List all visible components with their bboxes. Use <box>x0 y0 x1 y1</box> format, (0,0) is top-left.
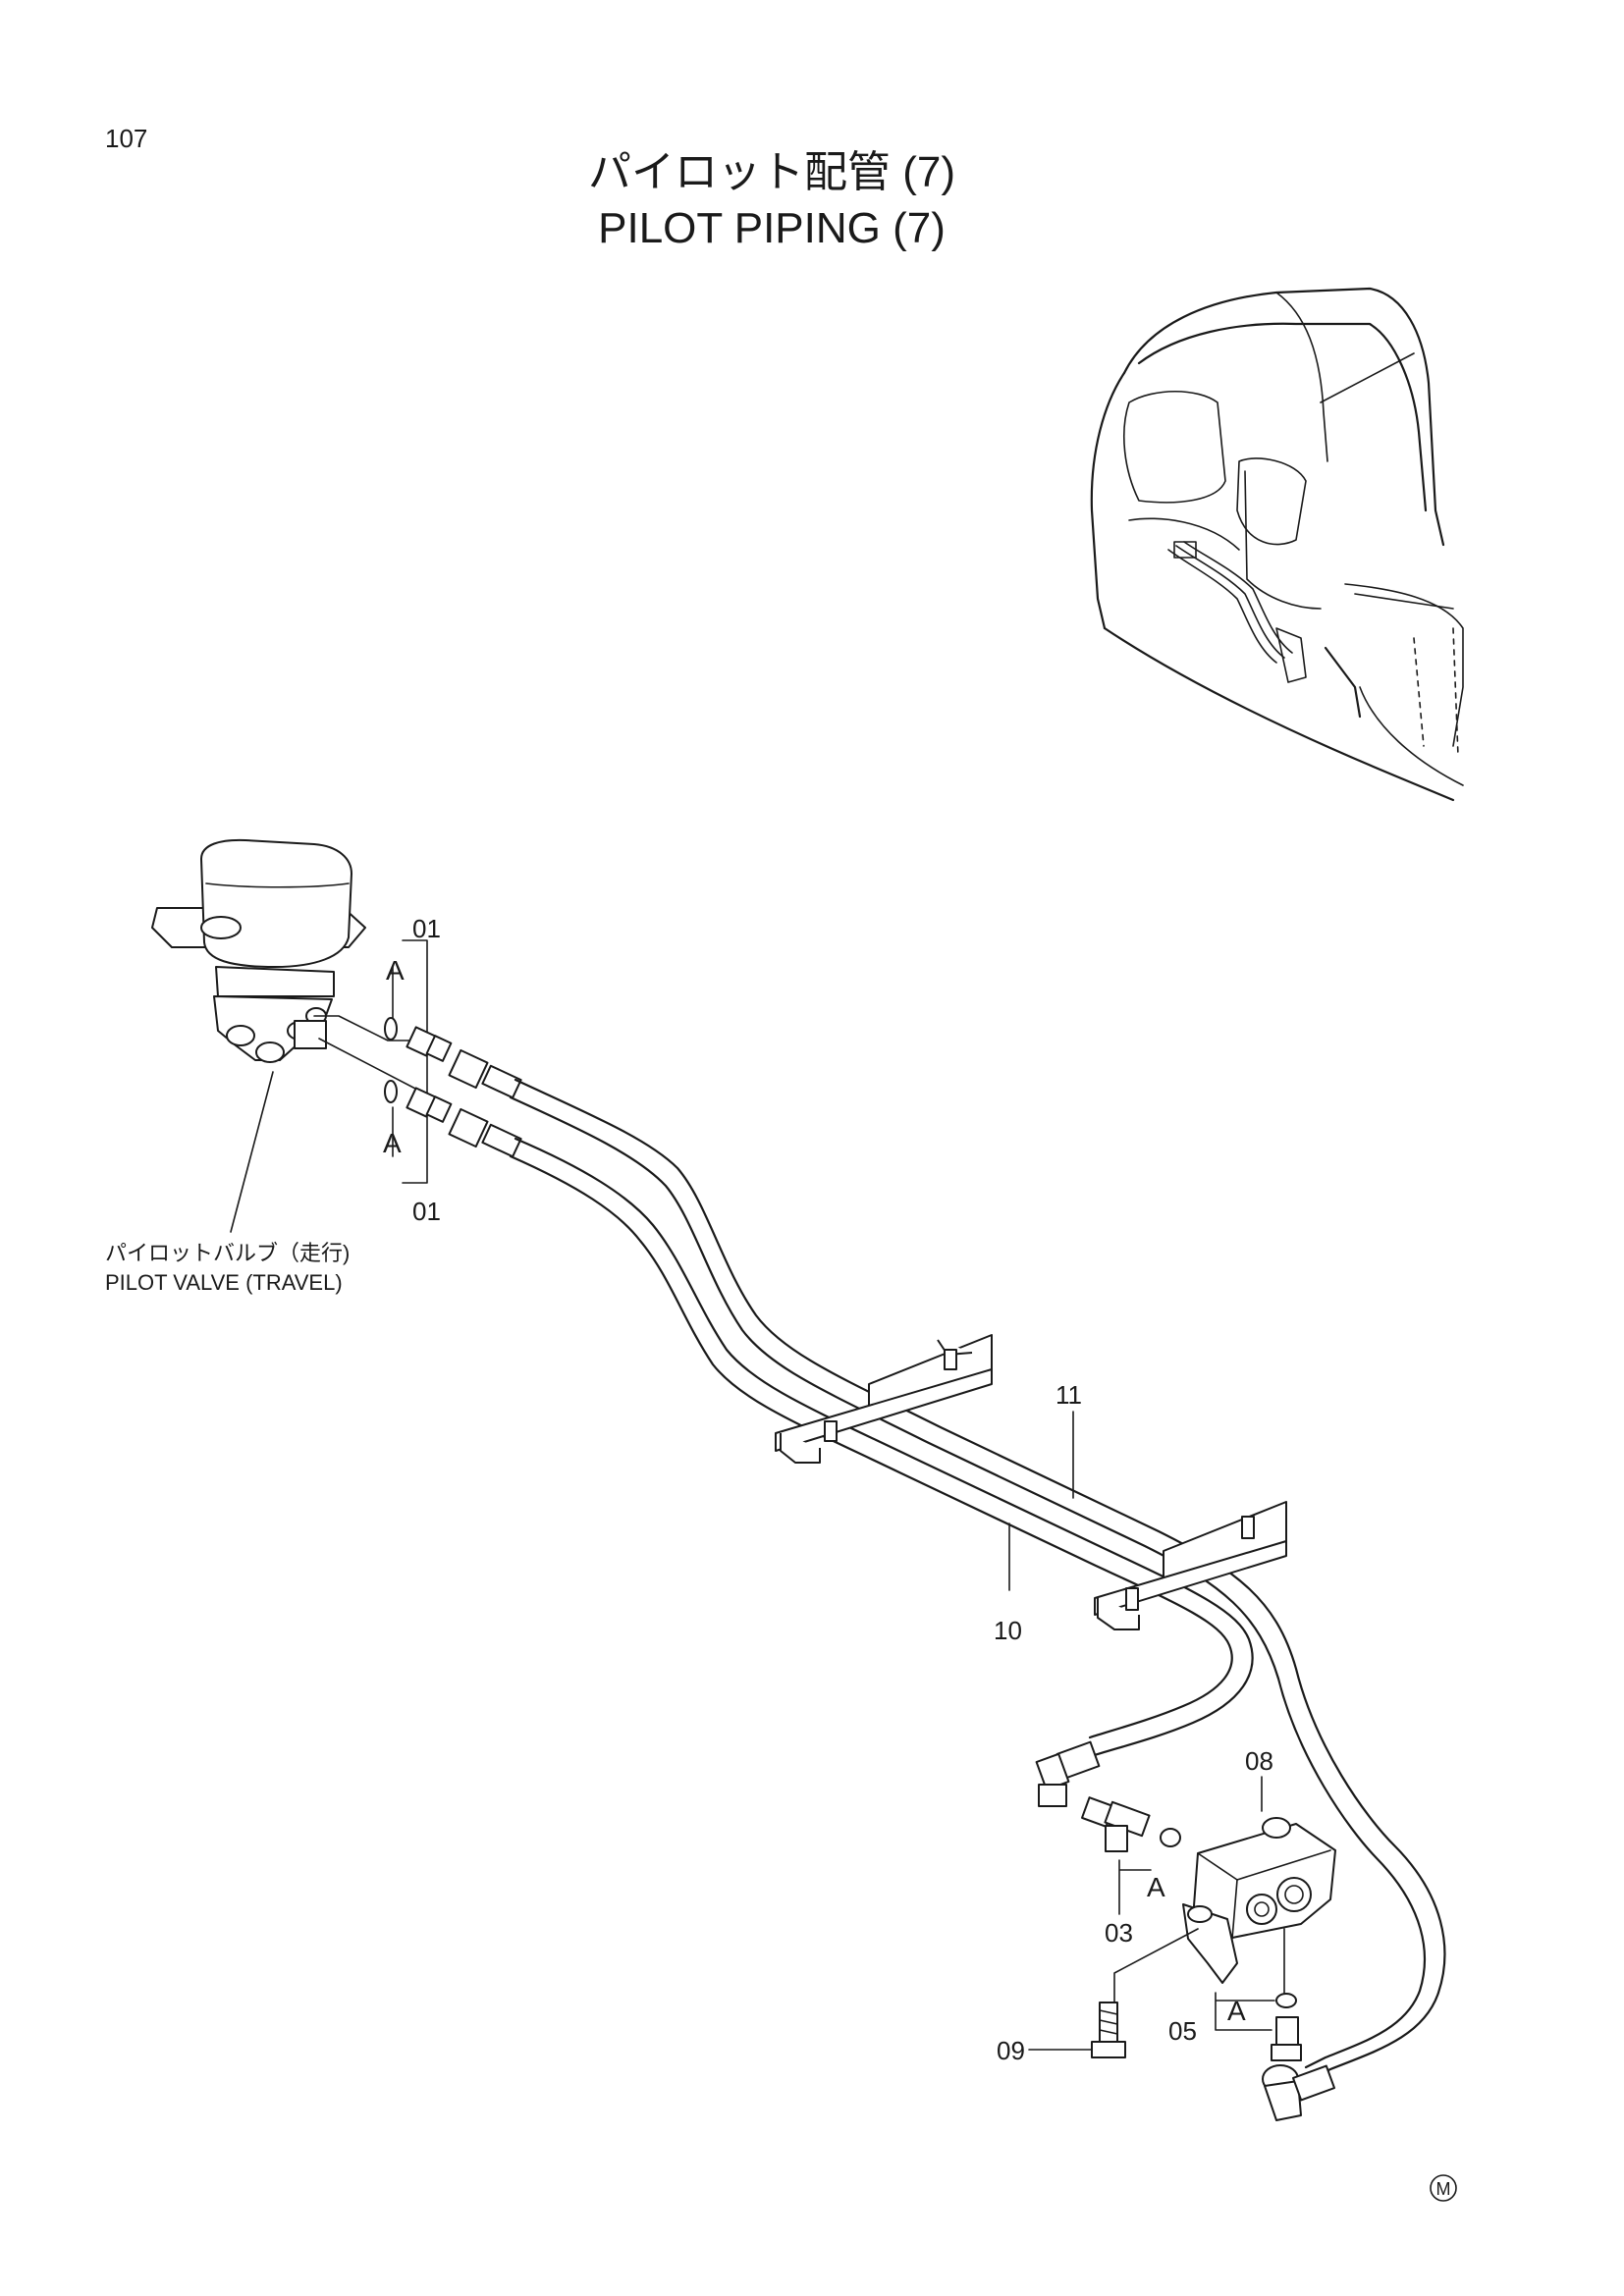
callout-03: 03 <box>1105 1918 1133 1948</box>
callout-11: 11 <box>1056 1380 1082 1410</box>
callout-10: 10 <box>994 1616 1022 1645</box>
bolt-09 <box>1091 2002 1126 2058</box>
pilot-valve-label-japanese: パイロットバルブ（走行) <box>105 1241 350 1265</box>
circled-m-mark: M <box>1430 2174 1457 2202</box>
o-rings-01 <box>384 1017 398 1103</box>
callout-a-bottom: A <box>383 1128 402 1158</box>
callout-a-top: A <box>386 955 405 986</box>
page-number: 107 <box>105 124 147 153</box>
callout-09: 09 <box>997 2036 1025 2065</box>
excavator-cab-locator <box>1090 287 1464 802</box>
leader-09 <box>1113 1928 1199 2003</box>
leader-03 <box>1118 1859 1152 1915</box>
callout-a-03: A <box>1147 1872 1165 1902</box>
leader-05 <box>1215 1928 1285 2031</box>
hose-11 <box>509 1078 1446 2081</box>
title-japanese: パイロット配管 (7) <box>588 148 955 196</box>
callout-05: 05 <box>1168 2016 1197 2046</box>
elbow-fitting <box>1035 1740 1101 1807</box>
block-08 <box>1182 1817 1336 1984</box>
adapter-03 <box>1081 1796 1181 1852</box>
adapter-fittings-01 <box>406 1026 453 1123</box>
clamp-brackets <box>775 1334 1287 1630</box>
hose-end-nuts <box>448 1048 522 1158</box>
callout-a-05: A <box>1227 1996 1246 2026</box>
callout-08: 08 <box>1245 1746 1273 1776</box>
title-english: PILOT PIPING (7) <box>598 204 946 252</box>
adapter-05 <box>1271 1993 1302 2061</box>
callout-01-bottom: 01 <box>412 1197 441 1226</box>
hose-10 <box>509 1137 1254 1757</box>
pilot-valve-travel <box>151 838 366 1063</box>
callout-01-top: 01 <box>412 914 441 943</box>
pilot-valve-label-english: PILOT VALVE (TRAVEL) <box>105 1270 343 1295</box>
pilot-valve-leader-line <box>230 1071 274 1233</box>
mark-letter: M <box>1436 2179 1451 2199</box>
elbow-fitting-hose-11 <box>1262 2064 1336 2121</box>
